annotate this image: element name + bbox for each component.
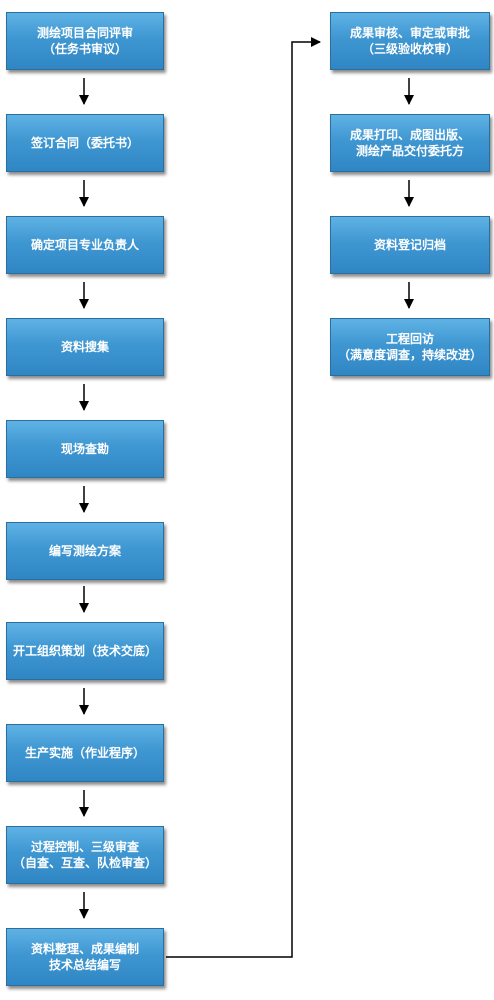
step-line1: 开工组织策划（技术交底） <box>12 644 157 658</box>
step-kickoff-planning: 开工组织策划（技术交底） <box>6 622 164 680</box>
step-line2: 技术总结编写 <box>48 958 121 972</box>
step-data-collection: 资料搜集 <box>6 318 164 376</box>
step-site-survey: 现场查勘 <box>6 420 164 478</box>
step-line1: 成果打印、成图出版、 <box>349 128 470 142</box>
step-survey-plan: 编写测绘方案 <box>6 522 164 580</box>
step-line1: 资料整理、成果编制 <box>30 942 139 956</box>
step-line2: （满意度调查，持续改进） <box>337 348 482 362</box>
step-line1: 成果审核、审定或审批 <box>349 26 470 40</box>
step-follow-up: 工程回访 （满意度调查，持续改进） <box>330 318 490 376</box>
step-process-control: 过程控制、三级审查 （自查、互查、队检审查） <box>6 826 164 884</box>
step-assign-lead: 确定项目专业负责人 <box>6 216 164 274</box>
step-archive: 资料登记归档 <box>330 216 490 274</box>
step-line2: 测绘产品交付委托方 <box>355 144 464 158</box>
step-line1: 工程回访 <box>385 332 434 346</box>
step-line2: （自查、互查、队检审查） <box>12 856 157 870</box>
step-line2: （三级验收校审） <box>361 42 458 56</box>
step-line1: 资料登记归档 <box>373 238 446 252</box>
step-line1: 过程控制、三级审查 <box>30 840 139 854</box>
arrow-left-to-right <box>166 37 321 958</box>
step-line1: 生产实施（作业程序） <box>24 746 145 760</box>
step-line1: 编写测绘方案 <box>48 544 121 558</box>
step-data-organization: 资料整理、成果编制 技术总结编写 <box>6 928 164 986</box>
step-line1: 现场查勘 <box>60 442 109 456</box>
step-line2: （任务书审议） <box>42 42 127 56</box>
step-line1: 测绘项目合同评审 <box>36 26 133 40</box>
step-line1: 资料搜集 <box>60 340 109 354</box>
step-contract-review: 测绘项目合同评审 （任务书审议） <box>6 12 164 70</box>
step-sign-contract: 签订合同（委托书） <box>6 114 164 172</box>
step-result-review: 成果审核、审定或审批 （三级验收校审） <box>330 12 490 70</box>
step-production: 生产实施（作业程序） <box>6 724 164 782</box>
step-print-deliver: 成果打印、成图出版、 测绘产品交付委托方 <box>330 114 490 172</box>
step-line1: 签订合同（委托书） <box>30 136 139 150</box>
step-line1: 确定项目专业负责人 <box>30 238 139 252</box>
